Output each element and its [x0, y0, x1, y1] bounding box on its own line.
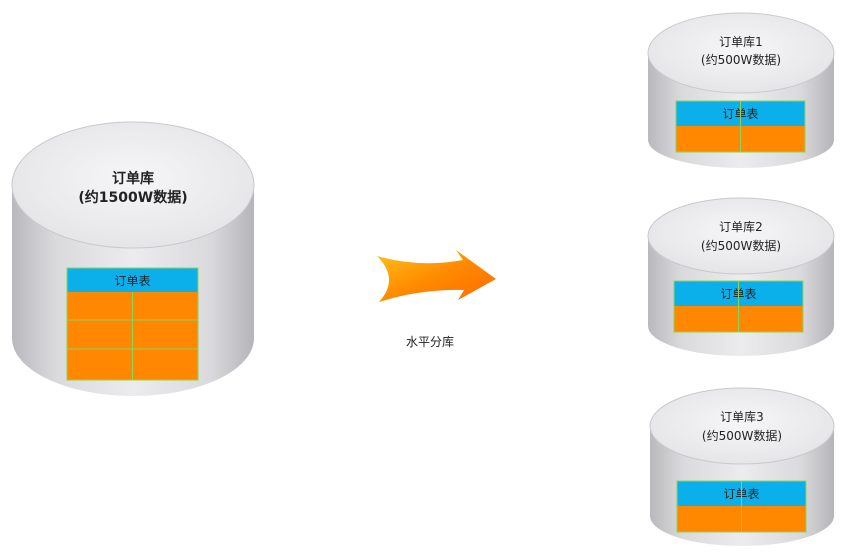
shard-database-cylinder-2: 订单库2 (约500W数据) 订单表 — [647, 197, 835, 356]
shard-2-subtitle: (约500W数据) — [701, 238, 781, 253]
main-database-top — [11, 121, 255, 249]
main-database-subtitle: (约1500W数据) — [78, 189, 187, 206]
shard-3-top — [649, 387, 835, 465]
shard-1-top — [647, 12, 835, 94]
shard-database-cylinder-3: 订单库3 (约500W数据) 订单表 — [649, 387, 835, 546]
shard-3-order-table: 订单表 — [676, 480, 807, 533]
shard-2-table-border — [673, 280, 804, 333]
shard-1-table-border — [675, 100, 806, 153]
shard-1-subtitle: (约500W数据) — [701, 52, 781, 67]
shard-2-title: 订单库2 — [719, 219, 763, 234]
shard-2-order-table: 订单表 — [673, 280, 804, 333]
shard-3-table-border — [676, 480, 807, 533]
shard-3-subtitle: (约500W数据) — [702, 428, 782, 443]
shard-2-top — [647, 197, 835, 275]
shard-1-order-table: 订单表 — [675, 100, 806, 153]
operation-label: 水平分库 — [406, 334, 454, 349]
main-database-cylinder: 订单库 (约1500W数据) 订单表 — [11, 121, 255, 396]
main-database-title: 订单库 — [112, 170, 154, 187]
main-order-table: 订单表 — [66, 267, 199, 381]
main-order-table-label: 订单表 — [114, 274, 150, 288]
shard-1-title: 订单库1 — [719, 34, 763, 49]
arrow-icon — [377, 250, 496, 302]
main-order-table-border — [66, 267, 199, 381]
shard-3-title: 订单库3 — [720, 409, 764, 424]
shard-database-cylinder-1: 订单库1 (约500W数据) 订单表 — [647, 12, 835, 168]
main-order-table-header — [67, 268, 198, 292]
